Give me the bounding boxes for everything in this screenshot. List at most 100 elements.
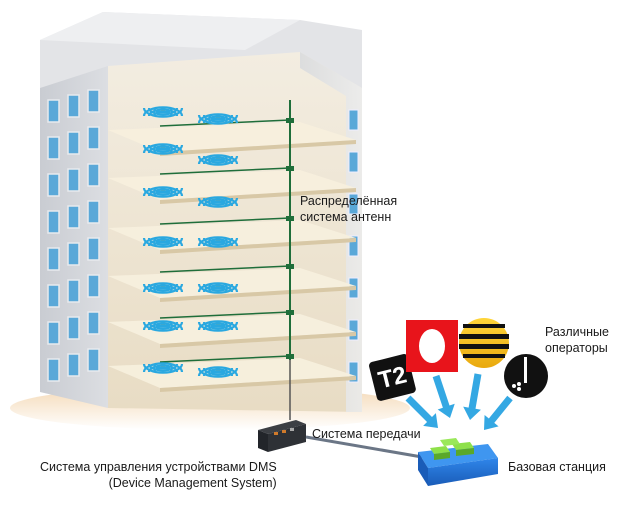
signal-wave [197, 196, 239, 207]
arrow [463, 373, 482, 420]
dms-label: Система управления устройствами DMS (Dev… [40, 459, 277, 491]
window [348, 319, 359, 341]
floor-edge [160, 238, 356, 254]
signal-wave [152, 110, 174, 117]
window [87, 311, 100, 335]
transmission-line [305, 435, 423, 459]
signal-wave [152, 366, 174, 373]
splitter [286, 118, 294, 123]
signal-wave [142, 282, 184, 293]
window [348, 151, 359, 173]
antenna-cable [159, 265, 291, 273]
antenna-system-label: Распределённая система антенн [300, 193, 397, 225]
window [47, 136, 60, 160]
signal-wave [142, 320, 184, 331]
window [87, 274, 100, 298]
window [67, 168, 80, 192]
signal-wave [207, 200, 229, 207]
window [47, 210, 60, 234]
signal-wave [197, 320, 239, 331]
mts-logo [504, 354, 548, 398]
svg-text:T2: T2 [376, 361, 410, 394]
signal-wave [197, 113, 239, 124]
signal-wave [152, 240, 174, 247]
antenna-cable [159, 355, 291, 363]
window [67, 316, 80, 340]
signal-wave [142, 186, 184, 197]
window [67, 131, 80, 155]
window [47, 321, 60, 345]
signal-wave [152, 147, 174, 154]
window [47, 247, 60, 271]
signal-wave [152, 286, 174, 293]
antenna-cable [159, 167, 291, 175]
arrow [432, 374, 455, 418]
signal-waves [142, 106, 239, 378]
signal-wave [142, 236, 184, 247]
floor-edge [160, 332, 356, 348]
signal-wave [197, 154, 239, 165]
signal-wave [142, 143, 184, 154]
left-windows [47, 89, 100, 382]
signal-wave [197, 282, 239, 293]
splitter [286, 354, 294, 359]
window [47, 358, 60, 382]
beeline-logo [459, 318, 509, 368]
splitter [286, 264, 294, 269]
window [87, 237, 100, 261]
operators-label-line1: Различные [545, 325, 609, 339]
splitter [286, 216, 294, 221]
operator-arrows [405, 373, 513, 430]
arrow [405, 395, 438, 428]
window [348, 109, 359, 131]
window [67, 205, 80, 229]
dms-label-line1: Система управления устройствами DMS [40, 460, 277, 474]
base-station-label: Базовая станция [508, 460, 606, 474]
window [87, 163, 100, 187]
signal-wave [207, 117, 229, 124]
window [87, 126, 100, 150]
operators-label-line2: операторы [545, 341, 608, 355]
signal-wave [142, 362, 184, 373]
signal-wave [207, 240, 229, 247]
dms-device [258, 420, 306, 452]
window [47, 99, 60, 123]
floor-edge [160, 376, 356, 392]
window [67, 242, 80, 266]
floor-edge [160, 140, 356, 156]
signal-wave [197, 236, 239, 247]
splitter [286, 166, 294, 171]
window [67, 353, 80, 377]
signal-wave [197, 366, 239, 377]
window [87, 200, 100, 224]
signal-wave [142, 106, 184, 117]
base-station [418, 438, 498, 486]
operators-label: Различные операторы [545, 324, 609, 356]
antenna-system-label-line1: Распределённая [300, 194, 398, 208]
window [348, 361, 359, 383]
antenna-cable [159, 217, 291, 225]
floor-edge [160, 286, 356, 302]
signal-wave [207, 158, 229, 165]
window [348, 235, 359, 257]
signal-wave [152, 324, 174, 331]
signal-wave [152, 190, 174, 197]
window [47, 173, 60, 197]
signal-wave [207, 286, 229, 293]
window [67, 279, 80, 303]
megafon-logo [406, 320, 458, 372]
roof-top [40, 12, 300, 50]
arrow [484, 395, 513, 430]
antenna-system-label-line2: система антенн [300, 210, 392, 224]
signal-wave [207, 370, 229, 377]
tele2-logo: T2 [369, 354, 416, 401]
window [87, 348, 100, 372]
signal-wave [207, 324, 229, 331]
window [87, 89, 100, 113]
antenna-cable [159, 311, 291, 319]
transmission-system-label: Система передачи [312, 427, 421, 441]
splitter [286, 310, 294, 315]
window [67, 94, 80, 118]
dms-label-line2: (Device Management System) [108, 476, 277, 490]
